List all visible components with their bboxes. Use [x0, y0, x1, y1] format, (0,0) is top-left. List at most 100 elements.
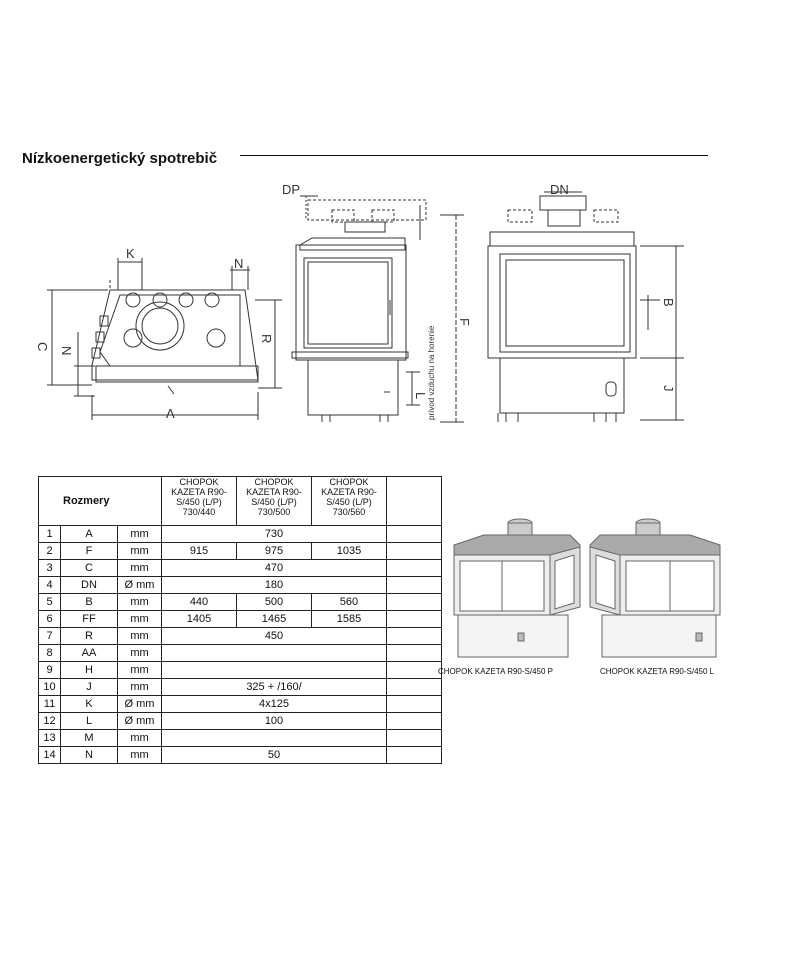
row-symbol: H	[60, 661, 118, 679]
row-value-span: 100	[161, 712, 387, 730]
row-symbol: F	[60, 542, 118, 560]
row-unit: mm	[117, 525, 162, 543]
row-symbol: K	[60, 695, 118, 713]
side-view-drawing	[291, 195, 464, 423]
row-blank-cell	[386, 542, 442, 560]
row-value: 915	[161, 542, 237, 560]
row-unit: mm	[117, 746, 162, 764]
row-value: 1585	[311, 610, 387, 628]
row-symbol: N	[60, 746, 118, 764]
row-blank-cell	[386, 661, 442, 679]
row-value-span	[161, 661, 387, 679]
row-unit: mm	[117, 610, 162, 628]
row-number: 8	[38, 644, 61, 662]
row-blank-cell	[386, 644, 442, 662]
row-value-span	[161, 644, 387, 662]
row-symbol: L	[60, 712, 118, 730]
row-unit: mm	[117, 542, 162, 560]
row-value-span: 450	[161, 627, 387, 645]
caption-l-variant: CHOPOK KAZETA R90-S/450 L	[600, 667, 715, 676]
dim-label-k: K	[126, 246, 135, 261]
row-number: 2	[38, 542, 61, 560]
row-unit: mm	[117, 729, 162, 747]
row-blank-cell	[386, 593, 442, 611]
row-blank-cell	[386, 525, 442, 543]
row-number: 12	[38, 712, 61, 730]
row-value-span: 4x125	[161, 695, 387, 713]
dim-label-n-top: N	[234, 256, 243, 271]
row-number: 10	[38, 678, 61, 696]
dim-label-f: F	[457, 318, 472, 326]
fireplace-l-illustration	[589, 518, 721, 658]
heading-rule	[240, 155, 708, 156]
row-unit: mm	[117, 644, 162, 662]
row-blank-cell	[386, 678, 442, 696]
row-number: 9	[38, 661, 61, 679]
row-value: 1035	[311, 542, 387, 560]
row-symbol: FF	[60, 610, 118, 628]
row-symbol: AA	[60, 644, 118, 662]
row-symbol: B	[60, 593, 118, 611]
row-blank-cell	[386, 559, 442, 577]
row-value: 975	[236, 542, 312, 560]
row-symbol: R	[60, 627, 118, 645]
row-symbol: C	[60, 559, 118, 577]
row-unit: mm	[117, 627, 162, 645]
row-blank-cell	[386, 627, 442, 645]
table-header-label: Rozmery	[38, 476, 162, 526]
dim-label-b: B	[661, 298, 676, 307]
row-blank-cell	[386, 695, 442, 713]
technical-drawings: K N C N R A DP L F DN B J prívod vzduchu…	[35, 182, 684, 423]
dim-label-n-side: N	[59, 346, 74, 355]
row-value: 1465	[236, 610, 312, 628]
row-value-span: 180	[161, 576, 387, 594]
row-blank-cell	[386, 712, 442, 730]
caption-p-variant: CHOPOK KAZETA R90-S/450 P	[438, 667, 554, 676]
row-number: 4	[38, 576, 61, 594]
dim-label-a: A	[166, 406, 175, 421]
row-number: 5	[38, 593, 61, 611]
row-value: 500	[236, 593, 312, 611]
row-symbol: A	[60, 525, 118, 543]
row-symbol: J	[60, 678, 118, 696]
dim-label-dn: DN	[550, 182, 569, 197]
column-header-blank	[386, 476, 442, 526]
row-value: 560	[311, 593, 387, 611]
top-view-drawing	[47, 258, 282, 420]
dim-label-c: C	[35, 342, 50, 351]
page-title: Nízkoenergetický spotrebič	[22, 150, 218, 167]
row-unit: mm	[117, 678, 162, 696]
row-blank-cell	[386, 576, 442, 594]
product-illustrations	[453, 518, 721, 658]
row-value-span: 325 + /160/	[161, 678, 387, 696]
row-value-span: 50	[161, 746, 387, 764]
row-number: 1	[38, 525, 61, 543]
row-unit: mm	[117, 559, 162, 577]
row-blank-cell	[386, 729, 442, 747]
row-value-span: 470	[161, 559, 387, 577]
row-value-span	[161, 729, 387, 747]
row-blank-cell	[386, 746, 442, 764]
row-unit: mm	[117, 593, 162, 611]
row-symbol: DN	[60, 576, 118, 594]
air-inlet-label: prívod vzduchu na horenie	[427, 325, 436, 420]
dim-label-j: J	[661, 385, 676, 392]
row-value: 1405	[161, 610, 237, 628]
